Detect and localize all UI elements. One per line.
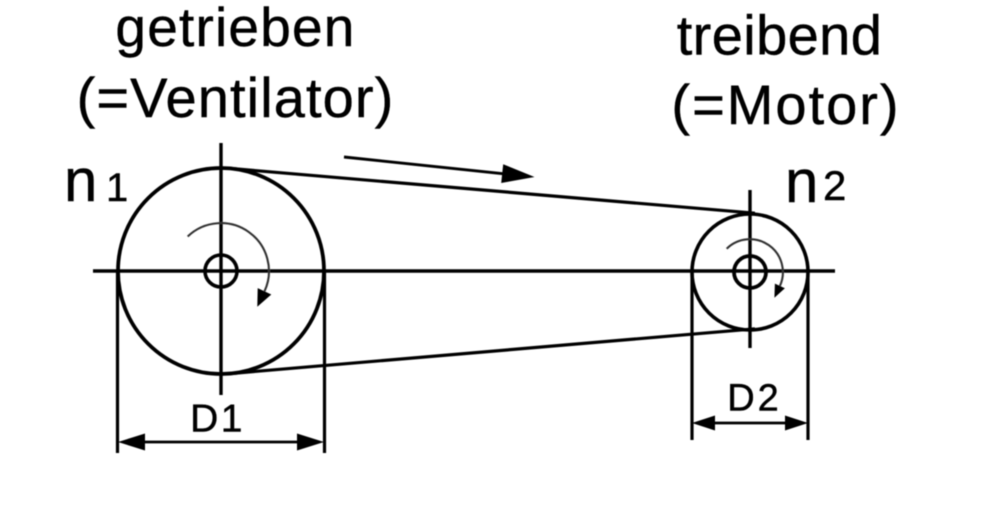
svg-text:treibend: treibend xyxy=(677,4,883,67)
svg-text:getrieben: getrieben xyxy=(115,0,355,58)
svg-text:n: n xyxy=(64,147,97,214)
svg-text:1: 1 xyxy=(106,166,128,210)
svg-text:D1: D1 xyxy=(190,398,245,441)
svg-text:(=Ventilator): (=Ventilator) xyxy=(77,66,395,129)
svg-text:(=Motor): (=Motor) xyxy=(671,73,900,136)
svg-text:2: 2 xyxy=(823,162,846,209)
svg-text:D2: D2 xyxy=(727,378,782,420)
svg-text:n: n xyxy=(785,148,818,215)
